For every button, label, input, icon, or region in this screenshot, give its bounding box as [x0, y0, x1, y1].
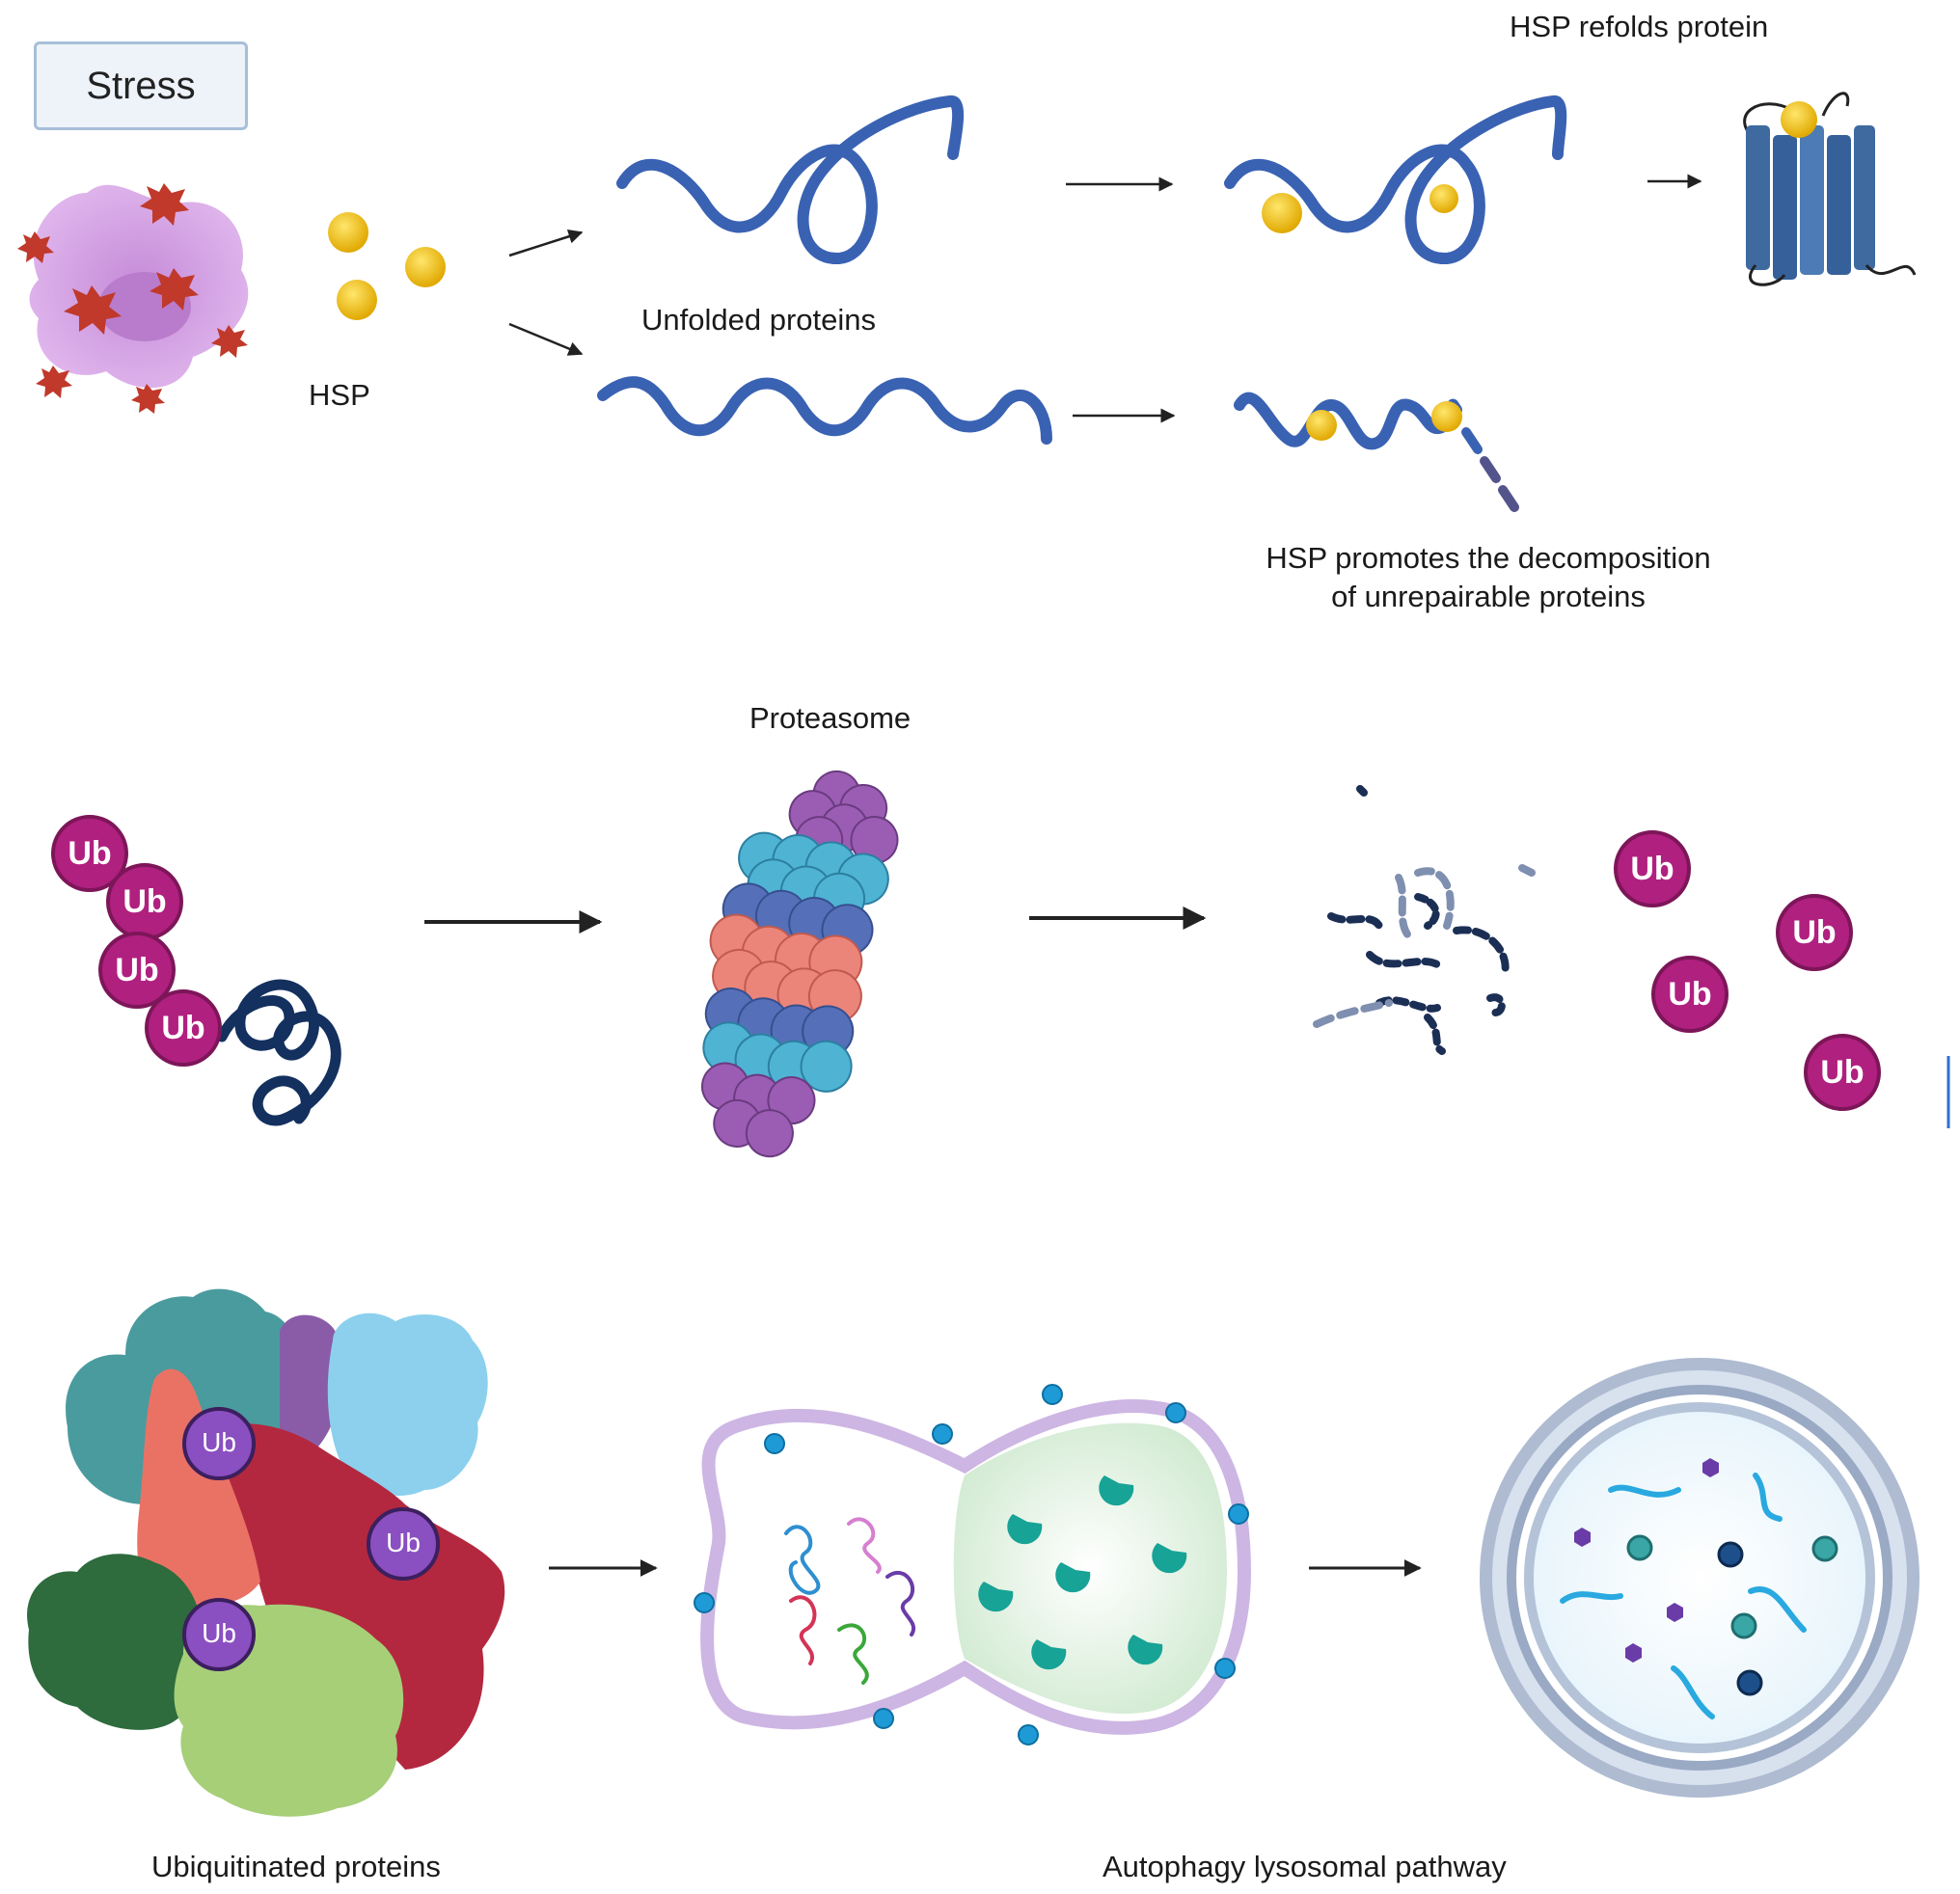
proteasome-label: Proteasome: [749, 701, 911, 736]
hsp-label: HSP: [309, 378, 370, 413]
decomposition-label-line2: of unrepairable proteins: [1331, 580, 1646, 614]
ub-label: Ub: [115, 952, 158, 989]
arrow-hsp-up: [509, 232, 582, 256]
hsp-bound-1: [1262, 193, 1302, 233]
ub-label: Ub: [202, 1427, 236, 1458]
decomposing-protein: [1239, 398, 1514, 507]
stressed-cell: [30, 185, 249, 388]
hsp-refolds-label: HSP refolds protein: [1510, 10, 1768, 44]
ub-label: Ub: [122, 883, 166, 921]
unfolded-protein-loop: [622, 101, 958, 258]
hsp-bound-2: [1429, 184, 1458, 213]
ub-label: Ub: [386, 1528, 421, 1558]
stress-label: Stress: [86, 65, 195, 108]
ub-label: Ub: [1630, 851, 1674, 888]
hsp-bound-protein: [1230, 101, 1561, 258]
arrow-hsp-down: [509, 324, 582, 354]
stress-label-box: Stress: [34, 41, 248, 130]
ub-label: Ub: [1820, 1054, 1864, 1092]
autolysosome: [1480, 1358, 1919, 1798]
hsp-molecules: [328, 212, 446, 320]
autophagosome-lysosome-fusion: [694, 1385, 1248, 1745]
ub-label: Ub: [202, 1618, 236, 1649]
ub-label: Ub: [1792, 914, 1836, 952]
autophagy-pathway-label: Autophagy lysosomal pathway: [1102, 1850, 1507, 1884]
decomposition-label-line1: HSP promotes the decomposition: [1266, 541, 1710, 576]
ub-label: Ub: [68, 835, 111, 873]
ubiquitinated-proteins-label: Ubiquitinated proteins: [151, 1850, 441, 1884]
ub-label: Ub: [1668, 976, 1711, 1014]
folded-protein: [1745, 94, 1915, 284]
proteasome: [668, 752, 912, 1170]
ubiquitinated-protein-complex: [27, 1289, 504, 1817]
unfolded-proteins-label: Unfolded proteins: [641, 303, 876, 338]
unfolded-protein-wave: [603, 382, 1047, 439]
ub-label: Ub: [161, 1010, 204, 1047]
peptide-fragments: [1317, 789, 1532, 1051]
